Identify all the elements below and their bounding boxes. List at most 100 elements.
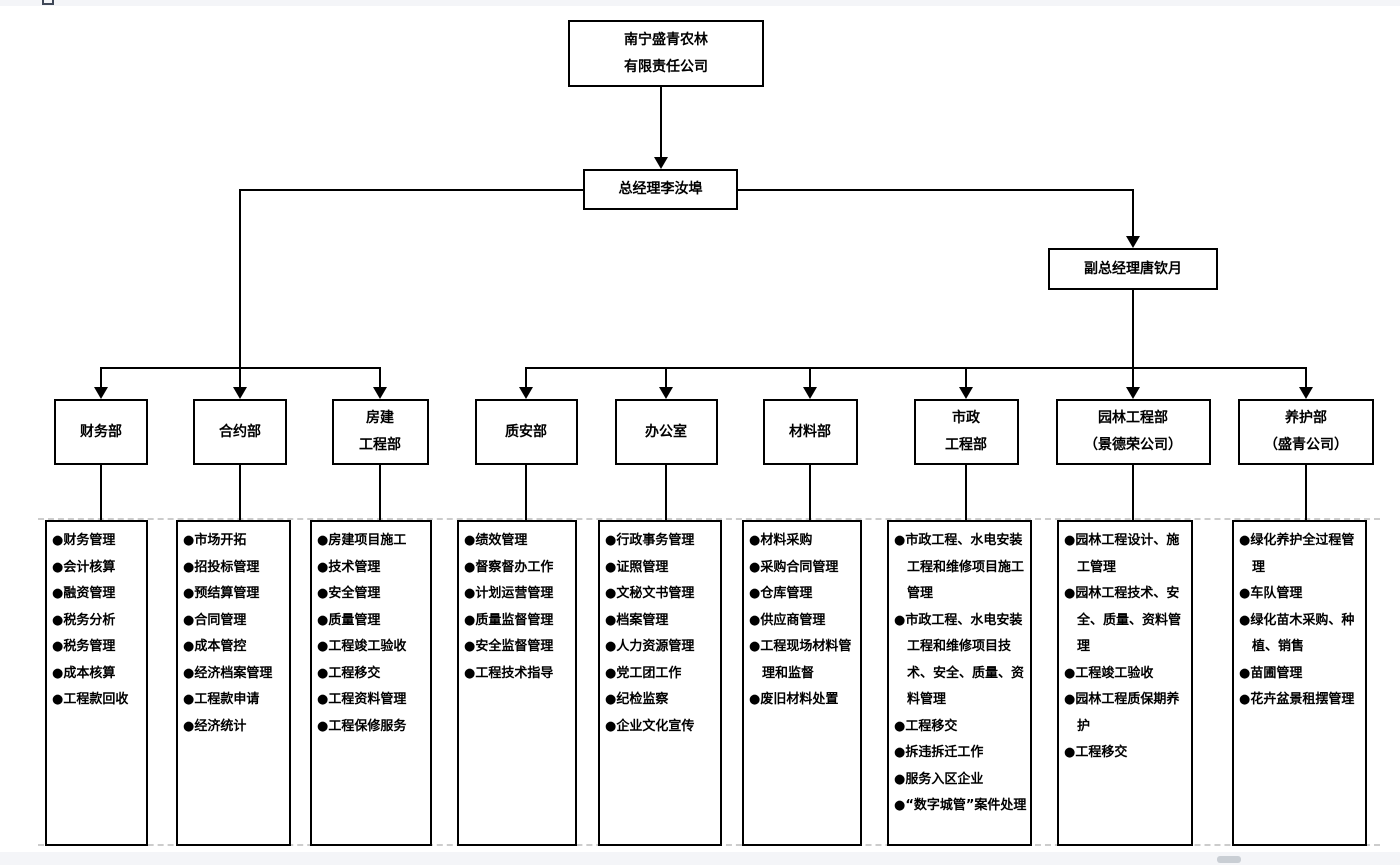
window-top-strip bbox=[0, 0, 1400, 6]
connector-line bbox=[1132, 290, 1134, 368]
dashed-gridline-top bbox=[38, 518, 1380, 520]
connector-line bbox=[239, 367, 241, 388]
org-node-department[interactable]: 养护部（盛青公司） bbox=[1238, 399, 1374, 465]
arrow-down-icon bbox=[1126, 236, 1140, 248]
connector-line bbox=[100, 464, 102, 520]
duty-item: ●工程移交 bbox=[1064, 745, 1128, 760]
org-node-department[interactable]: 市政工程部 bbox=[913, 399, 1019, 465]
general-manager-label: 总经理李汝埠 bbox=[618, 181, 703, 197]
horizontal-scrollbar-thumb[interactable] bbox=[1217, 856, 1241, 863]
connector-line bbox=[525, 464, 527, 520]
duty-item: ●园林工程设计、施工管理 bbox=[1064, 533, 1180, 575]
org-node-department[interactable]: 房建工程部 bbox=[331, 399, 429, 465]
duty-item: ●成本核算 bbox=[52, 665, 116, 681]
arrow-down-icon bbox=[1126, 387, 1140, 399]
duty-item: ●工程竣工验收 bbox=[317, 639, 407, 654]
connector-line bbox=[665, 367, 667, 388]
object-handle-icon[interactable] bbox=[42, 0, 54, 5]
connector-line bbox=[525, 367, 527, 388]
duty-item: ●工程保修服务 bbox=[317, 718, 407, 734]
department-duty-list-box[interactable]: ●财务管理●会计核算●融资管理●税务分析●税务管理●成本核算●工程款回收 bbox=[45, 520, 148, 846]
duty-item: ●财务管理 bbox=[52, 533, 116, 548]
duty-item: ●工程资料管理 bbox=[317, 692, 407, 707]
duty-item: ●工程款回收 bbox=[52, 692, 129, 707]
duty-item: ●党工团工作 bbox=[605, 665, 682, 681]
department-name-line: 材料部 bbox=[789, 423, 831, 440]
duty-item: ●工程款申请 bbox=[183, 692, 260, 707]
duty-item: ●合同管理 bbox=[183, 612, 247, 628]
connector-line bbox=[1132, 189, 1134, 238]
duty-item: ●人力资源管理 bbox=[605, 639, 695, 654]
org-node-department[interactable]: 办公室 bbox=[614, 399, 718, 465]
department-duty-list-box[interactable]: ●绿化养护全过程管理●车队管理●绿化苗木采购、种植、销售●苗圃管理●花卉盆景租摆… bbox=[1232, 520, 1367, 846]
department-duty-list-box[interactable]: ●市场开拓●招投标管理●预结算管理●合同管理●成本管控●经济档案管理●工程款申请… bbox=[176, 520, 291, 846]
arrow-down-icon bbox=[94, 387, 108, 399]
duty-list: ●绿化养护全过程管理●车队管理●绿化苗木采购、种植、销售●苗圃管理●花卉盆景租摆… bbox=[1234, 522, 1365, 714]
arrow-down-icon bbox=[803, 387, 817, 399]
org-node-department[interactable]: 合约部 bbox=[193, 399, 287, 465]
department-duty-list-box[interactable]: ●行政事务管理●证照管理●文秘文书管理●档案管理●人力资源管理●党工团工作●纪检… bbox=[598, 520, 722, 846]
duty-item: ●“数字城管”案件处理 bbox=[894, 798, 1027, 813]
connector-line bbox=[239, 189, 583, 191]
org-node-company-root[interactable]: 南宁盛青农林 有限责任公司 bbox=[568, 20, 764, 87]
company-name-line2: 有限责任公司 bbox=[624, 58, 708, 75]
duty-item: ●园林工程技术、安全、质量、资料管理 bbox=[1064, 586, 1182, 654]
connector-line bbox=[660, 87, 662, 158]
duty-item: ●市政工程、水电安装工程和维修项目施工管理 bbox=[894, 533, 1025, 601]
connector-line bbox=[100, 367, 102, 388]
duty-item: ●采购合同管理 bbox=[749, 559, 839, 575]
connector-line bbox=[1132, 367, 1134, 388]
duty-item: ●质量监督管理 bbox=[464, 612, 554, 628]
duty-item: ●绿化苗木采购、种植、销售 bbox=[1239, 612, 1355, 655]
duty-item: ●车队管理 bbox=[1239, 586, 1303, 601]
arrow-down-icon bbox=[519, 387, 533, 399]
duty-list: ●材料采购●采购合同管理●仓库管理●供应商管理●工程现场材料管理和监督●废旧材料… bbox=[744, 522, 860, 714]
duty-item: ●税务分析 bbox=[52, 612, 116, 628]
department-name-line: 市政 bbox=[952, 410, 980, 426]
department-name-line: 工程部 bbox=[359, 437, 401, 453]
duty-item: ●仓库管理 bbox=[749, 586, 813, 601]
duty-item: ●苗圃管理 bbox=[1239, 665, 1303, 681]
duty-item: ●工程现场材料管理和监督 bbox=[749, 639, 852, 681]
duty-item: ●绿化养护全过程管理 bbox=[1239, 533, 1355, 575]
duty-item: ●档案管理 bbox=[605, 612, 669, 628]
department-name-line: 养护部 bbox=[1285, 410, 1327, 426]
department-duty-list-box[interactable]: ●园林工程设计、施工管理●园林工程技术、安全、质量、资料管理●工程竣工验收●园林… bbox=[1057, 520, 1193, 846]
org-node-department[interactable]: 园林工程部（景德荣公司） bbox=[1055, 399, 1211, 465]
duty-item: ●工程移交 bbox=[894, 718, 958, 734]
connector-line bbox=[239, 464, 241, 520]
department-duty-list-box[interactable]: ●房建项目施工●技术管理●安全管理●质量管理●工程竣工验收●工程移交●工程资料管… bbox=[310, 520, 432, 846]
org-node-general-manager[interactable]: 总经理李汝埠 bbox=[583, 169, 738, 210]
duty-item: ●安全管理 bbox=[317, 586, 381, 601]
horizontal-scrollbar-track[interactable] bbox=[0, 852, 1400, 865]
duty-item: ●材料采购 bbox=[749, 533, 813, 548]
connector-line bbox=[1132, 464, 1134, 520]
duty-item: ●成本管控 bbox=[183, 639, 247, 654]
connector-line bbox=[525, 367, 1307, 369]
department-name-line: 办公室 bbox=[645, 423, 687, 440]
department-duty-list-box[interactable]: ●绩效管理●督察督办工作●计划运营管理●质量监督管理●安全监督管理●工程技术指导 bbox=[457, 520, 577, 846]
org-node-department[interactable]: 材料部 bbox=[762, 399, 858, 465]
duty-item: ●融资管理 bbox=[52, 586, 116, 601]
org-node-deputy-general-manager[interactable]: 副总经理唐钦月 bbox=[1048, 248, 1218, 290]
connector-line bbox=[665, 464, 667, 520]
department-duty-list-box[interactable]: ●材料采购●采购合同管理●仓库管理●供应商管理●工程现场材料管理和监督●废旧材料… bbox=[742, 520, 862, 846]
arrow-down-icon bbox=[233, 387, 247, 399]
connector-line bbox=[379, 367, 381, 388]
duty-item: ●督察督办工作 bbox=[464, 559, 554, 575]
duty-item: ●经济档案管理 bbox=[183, 665, 273, 681]
duty-item: ●会计核算 bbox=[52, 559, 116, 575]
department-name-line: 合约部 bbox=[219, 423, 261, 440]
connector-line bbox=[1305, 367, 1307, 388]
connector-line bbox=[809, 464, 811, 520]
duty-list: ●市政工程、水电安装工程和维修项目施工管理●市政工程、水电安装工程和维修项目技术… bbox=[889, 522, 1030, 820]
connector-line bbox=[239, 189, 241, 368]
duty-item: ●文秘文书管理 bbox=[605, 586, 695, 601]
duty-list: ●房建项目施工●技术管理●安全管理●质量管理●工程竣工验收●工程移交●工程资料管… bbox=[312, 522, 430, 740]
department-duty-list-box[interactable]: ●市政工程、水电安装工程和维修项目施工管理●市政工程、水电安装工程和维修项目技术… bbox=[887, 520, 1032, 846]
connector-line bbox=[738, 189, 1134, 191]
duty-item: ●废旧材料处置 bbox=[749, 692, 839, 707]
org-node-department[interactable]: 财务部 bbox=[54, 399, 148, 465]
duty-item: ●预结算管理 bbox=[183, 586, 260, 601]
org-node-department[interactable]: 质安部 bbox=[474, 399, 578, 465]
